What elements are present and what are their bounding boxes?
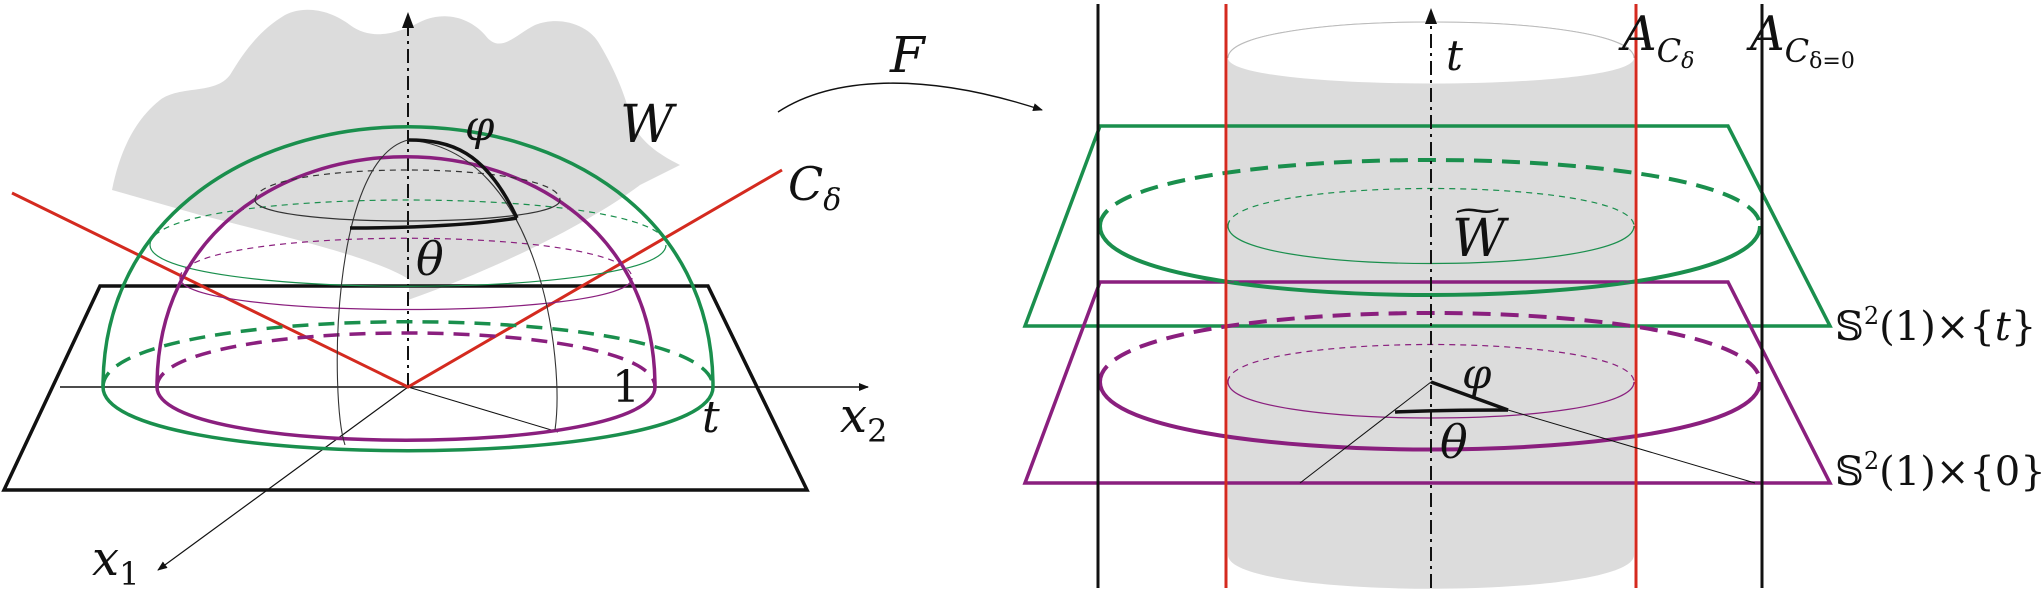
phi-arc bbox=[407, 138, 519, 219]
x1-axis bbox=[157, 386, 409, 571]
label-x2: x2 bbox=[840, 388, 887, 450]
green-equator-front bbox=[101, 386, 715, 453]
green-ellipse-front bbox=[1098, 225, 1762, 297]
green-equator-back bbox=[101, 320, 715, 388]
phi-arc-right bbox=[1430, 380, 1509, 412]
radial-line-right-2 bbox=[1507, 409, 1756, 484]
purple-latitude-front bbox=[179, 277, 633, 311]
radial-line-right-1 bbox=[1299, 381, 1432, 484]
green-latitude-back bbox=[149, 199, 667, 246]
label-theta-right: θ bbox=[1440, 415, 1468, 469]
label-c-delta: Cδ bbox=[788, 157, 841, 218]
region-w-shade bbox=[112, 9, 680, 301]
radial-line bbox=[407, 386, 559, 433]
label-plane-t: 𝕊2(1)×{t} bbox=[1835, 302, 2036, 350]
latitude-circle-front bbox=[254, 199, 561, 222]
cone-c-delta bbox=[11, 168, 783, 389]
plane-0 bbox=[1022, 280, 1833, 485]
purple-equator-front bbox=[155, 386, 657, 442]
label-theta-left: θ bbox=[416, 232, 444, 286]
label-a-c-delta-zero: ACδ=0 bbox=[1746, 6, 1855, 74]
theta-arc-right bbox=[1394, 408, 1509, 414]
plane-t bbox=[1022, 124, 1833, 328]
map-arrow bbox=[777, 82, 1043, 113]
label-w-tilde: W bbox=[1452, 209, 1509, 269]
label-w: W bbox=[620, 95, 677, 155]
label-w-tilde-tilde: ~ bbox=[1450, 192, 1505, 227]
label-phi-left: φ bbox=[465, 101, 495, 150]
purple-equator-back bbox=[155, 331, 657, 388]
label-phi-right: φ bbox=[1462, 349, 1492, 398]
green-ellipse-back bbox=[1098, 158, 1762, 227]
meridian-left bbox=[336, 139, 409, 446]
label-x1: x1 bbox=[92, 531, 139, 591]
t-axis-arrow bbox=[1425, 8, 1437, 24]
label-t-left: t bbox=[702, 392, 720, 443]
green-latitude-front bbox=[149, 244, 667, 287]
latitude-circle-back bbox=[254, 169, 561, 201]
map-f: F bbox=[777, 26, 1043, 113]
label-t-axis: t bbox=[1446, 31, 1463, 80]
label-plane-0: 𝕊2(1)×{0} bbox=[1835, 447, 2044, 495]
purple-latitude-back bbox=[179, 237, 633, 279]
purple-hemisphere bbox=[155, 155, 657, 388]
base-plane bbox=[1, 284, 810, 492]
left-figure: W Cδ φ θ 1 t x2 x1 bbox=[1, 9, 887, 591]
meridian-right bbox=[407, 139, 558, 431]
theta-arc bbox=[349, 216, 518, 230]
vertical-axis-arrow bbox=[402, 12, 414, 28]
label-f: F bbox=[889, 26, 927, 84]
green-hemisphere bbox=[101, 125, 715, 388]
right-figure: t ACδ ACδ=0 ~ W φ θ 𝕊2(1)×{t} 𝕊2(1)×{0} bbox=[1022, 4, 2044, 589]
label-a-c-delta: ACδ bbox=[1618, 6, 1694, 74]
label-one: 1 bbox=[612, 362, 640, 413]
